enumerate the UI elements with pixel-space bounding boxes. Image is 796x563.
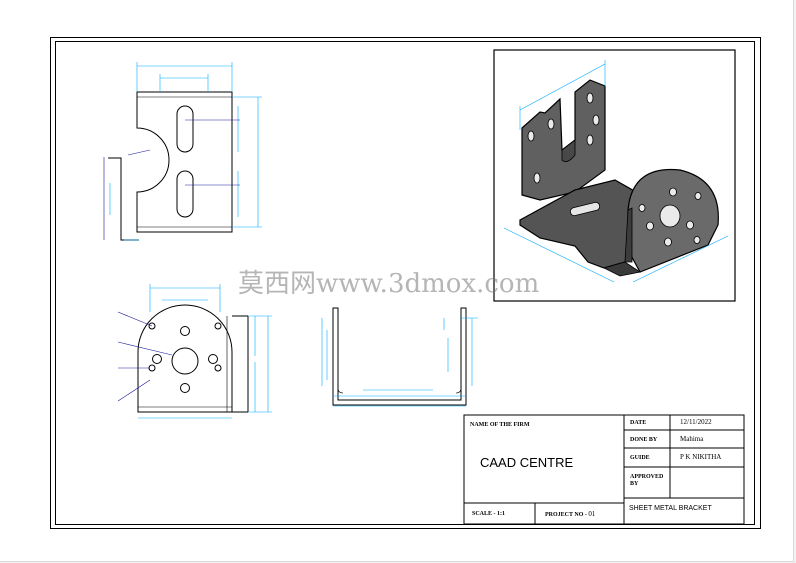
guide-value: P K NIKITHA — [680, 453, 722, 461]
title-block-grid — [463, 414, 745, 525]
hole-corner-right — [214, 322, 222, 330]
top-view — [108, 91, 233, 241]
side-view — [332, 307, 467, 406]
front-view-dimensions — [117, 284, 272, 419]
sheet-border-outer — [50, 37, 761, 529]
top-view-dimensions — [103, 62, 262, 241]
slot-upper — [176, 105, 194, 153]
watermark: 莫西网www.3dmox.com — [238, 269, 540, 299]
drawing-title: SHEET METAL BRACKET — [629, 505, 712, 512]
slot-lower — [176, 170, 194, 218]
top-view-outline — [136, 91, 233, 233]
date-value: 12/11/2022 — [680, 418, 712, 426]
iso-base-slot — [569, 201, 601, 217]
iso-back-plate — [521, 79, 606, 201]
side-view-dimensions — [321, 317, 478, 407]
date-label: DATE — [630, 420, 647, 426]
center-hole — [171, 347, 199, 375]
hole-left — [152, 354, 162, 364]
guide-label: GUIDE — [630, 455, 650, 461]
scale-label: SCALE - 1:1 — [472, 511, 506, 517]
front-view — [137, 304, 249, 413]
hole-top — [180, 326, 190, 336]
iso-view — [519, 79, 719, 277]
approved-label: APPROVED BY — [630, 474, 664, 487]
hole-right — [208, 354, 218, 364]
hole-small-right — [214, 364, 222, 372]
project-label: PROJECT NO - 01 — [545, 510, 596, 519]
firm-label: NAME OF THE FIRM — [470, 422, 530, 428]
hole-bottom — [180, 383, 190, 393]
iso-center-hole — [659, 204, 681, 228]
iso-view-dimensions — [503, 60, 729, 283]
project-value: 01 — [588, 510, 596, 518]
firm-name: CAAD CENTRE — [480, 455, 574, 470]
top-view-leg — [108, 157, 139, 241]
front-view-outline — [137, 304, 233, 413]
hole-corner-left — [148, 322, 156, 330]
sheet-border-inner — [55, 41, 755, 525]
done-by-value: Mahima — [680, 435, 704, 443]
side-view-outline — [332, 307, 467, 406]
done-by-label: DONE BY — [630, 437, 658, 443]
